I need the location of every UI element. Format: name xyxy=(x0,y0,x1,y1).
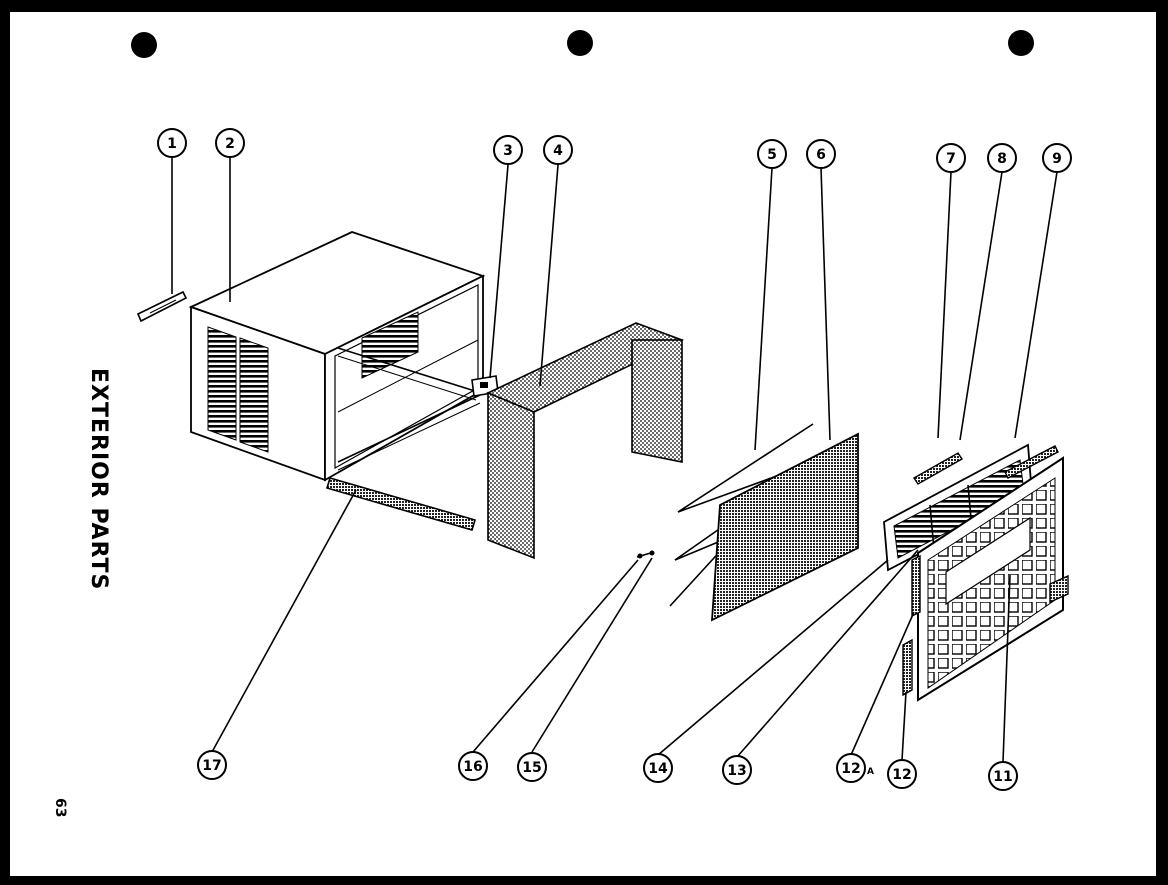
callout-3: 3 xyxy=(493,135,523,165)
svg-text:6: 6 xyxy=(816,147,826,163)
punch-hole-center xyxy=(567,30,593,56)
svg-text:1: 1 xyxy=(167,136,177,152)
svg-text:13: 13 xyxy=(727,763,746,779)
punch-hole-right xyxy=(1008,30,1034,56)
svg-text:3: 3 xyxy=(503,143,513,159)
callout-13: 13 xyxy=(722,755,752,785)
svg-text:9: 9 xyxy=(1052,151,1062,167)
callout-2: 2 xyxy=(215,128,245,158)
part-9-top-strip xyxy=(1004,445,1059,479)
callout-14: 14 xyxy=(643,753,673,783)
part-2-cabinet xyxy=(188,231,486,482)
callout-4: 4 xyxy=(543,135,573,165)
part-6-filter xyxy=(710,432,859,622)
svg-text:12: 12 xyxy=(892,767,911,783)
callout-6: 6 xyxy=(806,139,836,169)
callout-9: 9 xyxy=(1042,143,1072,173)
callout-17: 17 xyxy=(197,750,227,780)
svg-text:4: 4 xyxy=(553,143,563,159)
svg-text:2: 2 xyxy=(225,136,235,152)
callout-12: 12 xyxy=(887,759,917,789)
control-knob-part xyxy=(1049,574,1069,604)
callout-12a: 12 A xyxy=(836,753,874,783)
part-17-base-rail xyxy=(326,477,476,531)
callout-7: 7 xyxy=(936,143,966,173)
callout-16: 16 xyxy=(458,751,488,781)
svg-text:15: 15 xyxy=(522,760,541,776)
svg-text:5: 5 xyxy=(767,147,777,163)
callout-1: 1 xyxy=(157,128,187,158)
leader-lines xyxy=(171,158,1058,763)
svg-text:7: 7 xyxy=(946,151,956,167)
svg-text:11: 11 xyxy=(993,769,1012,785)
punch-hole-left xyxy=(131,32,157,58)
callout-5: 5 xyxy=(757,139,787,169)
svg-text:12: 12 xyxy=(841,761,860,777)
svg-text:A: A xyxy=(867,767,874,777)
svg-text:14: 14 xyxy=(648,761,668,777)
part-15-16-screws xyxy=(636,550,655,559)
part-12-side-strips xyxy=(902,554,921,697)
svg-text:17: 17 xyxy=(202,758,221,774)
page-number: 63 xyxy=(52,798,68,817)
svg-text:8: 8 xyxy=(997,151,1007,167)
svg-text:16: 16 xyxy=(463,759,482,775)
callout-15: 15 xyxy=(517,752,547,782)
part-1-bracket xyxy=(136,290,188,323)
callout-11: 11 xyxy=(988,761,1018,791)
part-7-strip xyxy=(913,452,963,485)
page-title: EXTERIOR PARTS xyxy=(86,368,111,590)
callout-8: 8 xyxy=(987,143,1017,173)
part-4-insulation xyxy=(486,322,685,560)
